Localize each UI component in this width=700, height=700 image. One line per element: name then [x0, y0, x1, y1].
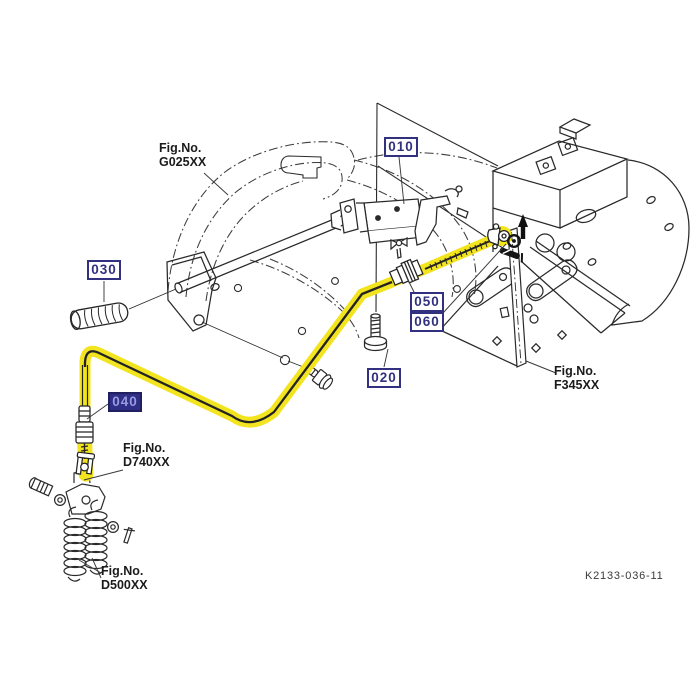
- figure-ref-code: F345XX: [554, 378, 600, 392]
- figure-ref-code: G025XX: [159, 155, 207, 169]
- bracket-assembly-010: [330, 185, 469, 259]
- bolt-part-020: [363, 313, 388, 352]
- cable-clevis-right: [487, 223, 511, 250]
- figure-ref-d740xx: Fig.No. D740XX: [123, 441, 170, 469]
- figure-ref-prefix: Fig.No.: [554, 364, 597, 378]
- figure-ref-prefix: Fig.No.: [159, 141, 202, 155]
- operator-rod: [128, 213, 349, 310]
- figure-ref-code: D500XX: [101, 578, 148, 592]
- figure-ref-code: D740XX: [123, 455, 170, 469]
- figure-ref-g025xx: Fig.No. G025XX: [159, 141, 206, 169]
- rod-threads: [429, 240, 488, 271]
- coil-spring-left: [63, 506, 87, 582]
- figure-ref-prefix: Fig.No.: [123, 441, 166, 455]
- fender-holes: [233, 155, 461, 366]
- leader-lines: [78, 156, 557, 579]
- cable-highlight: [76, 226, 512, 482]
- fender-phantom-outline: [167, 141, 498, 339]
- figure-ref-f345xx: Fig.No. F345XX: [554, 364, 599, 392]
- direction-arrow: [518, 214, 528, 239]
- part-callout-060[interactable]: 060: [410, 312, 444, 332]
- machine-frame: [439, 118, 690, 367]
- part-callout-040[interactable]: 040: [108, 392, 142, 412]
- figure-ref-d500xx: Fig.No. D500XX: [101, 564, 148, 592]
- drawing-number: K2133-036-11: [585, 570, 664, 582]
- throttle-cable: [81, 237, 498, 424]
- grip-part: [69, 302, 129, 331]
- part-callout-030[interactable]: 030: [87, 260, 121, 280]
- cable-end-left: [75, 405, 96, 475]
- spring-assembly: [28, 469, 135, 582]
- part-callout-020[interactable]: 020: [367, 368, 401, 388]
- part-callout-050[interactable]: 050: [410, 292, 444, 312]
- cable-adjuster: [388, 258, 424, 286]
- cotter-pin: [499, 247, 524, 263]
- part-callout-010[interactable]: 010: [384, 137, 418, 157]
- washer-grommet: [507, 233, 522, 248]
- figure-ref-prefix: Fig.No.: [101, 564, 144, 578]
